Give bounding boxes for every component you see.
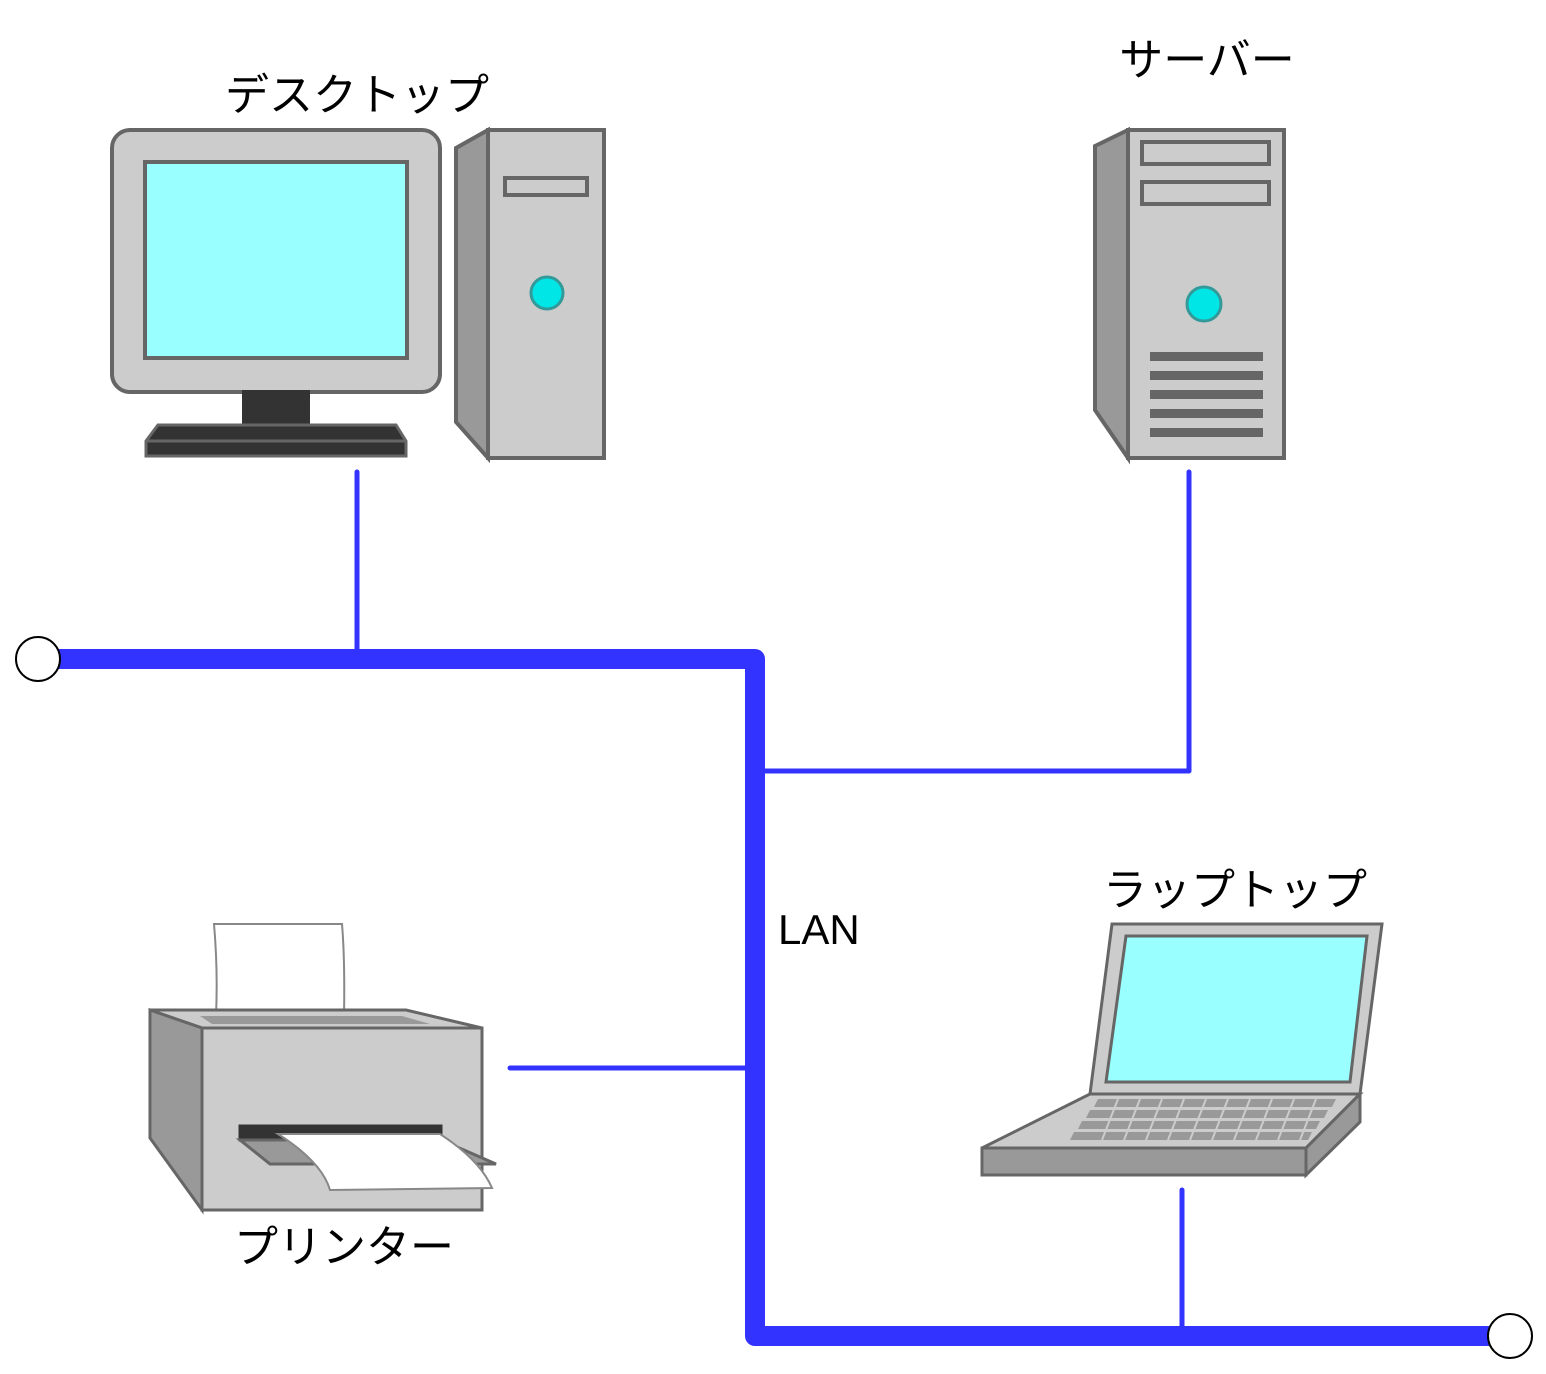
tower-server-icon	[1093, 126, 1286, 465]
terminator-right-icon	[1487, 1313, 1533, 1359]
server-drop-cable	[752, 469, 1192, 774]
server-label: サーバー	[1119, 35, 1295, 86]
lan-backbone	[28, 649, 1520, 1346]
desktop-label: デスクトップ	[225, 70, 489, 121]
terminator-left-icon	[15, 636, 61, 682]
desktop-computer-icon	[110, 126, 606, 464]
laptop-icon	[980, 922, 1384, 1179]
printer-icon	[148, 923, 497, 1215]
laptop-label: ラップトップ	[1103, 865, 1367, 916]
printer-label: プリンター	[234, 1222, 454, 1273]
lan-label: LAN	[778, 906, 860, 953]
branch-cables	[354, 469, 1192, 1339]
